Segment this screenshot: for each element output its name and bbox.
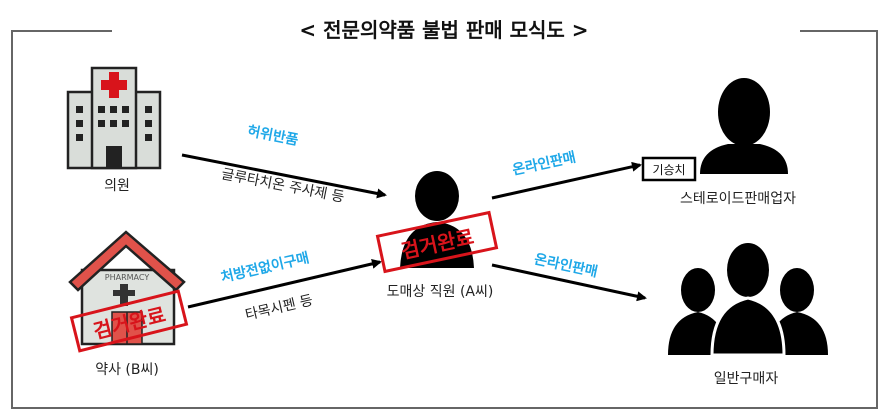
svg-text:기승치: 기승치 xyxy=(652,163,685,177)
edge-item-glutathione: 글루타치온 주사제 등 xyxy=(220,166,346,206)
wholesaler-label: 도매상 직원 (A씨) xyxy=(387,284,494,300)
diagram-title: < 전문의약품 불법 판매 모식도 > xyxy=(299,18,588,42)
arrow-clinic-to-wholesaler xyxy=(181,153,387,199)
buyers-group-icon xyxy=(668,243,828,357)
steroid-seller-label: 스테로이드판매업자 xyxy=(680,191,796,207)
frame xyxy=(11,30,878,409)
clinic-label: 의원 xyxy=(104,178,130,194)
pharmacist-label: 약사 (B씨) xyxy=(95,362,159,378)
edge-label-online-sale-1: 온라인판매 xyxy=(511,149,578,179)
steroid-seller-person-icon xyxy=(700,78,788,174)
arrow-wholesaler-to-buyers xyxy=(491,263,647,302)
edge-label-false-return: 허위반품 xyxy=(246,122,300,149)
edge-item-tamoxifen: 타목시펜 등 xyxy=(244,293,315,324)
hospital-icon xyxy=(66,66,162,170)
indicted-badge: 기승치 xyxy=(641,156,697,182)
arrow-pharmacist-to-wholesaler xyxy=(187,258,382,309)
pharmacy-sign: PHARMACY xyxy=(105,273,150,282)
arrow-wholesaler-to-seller xyxy=(491,161,642,200)
buyers-label: 일반구매자 xyxy=(714,371,779,387)
